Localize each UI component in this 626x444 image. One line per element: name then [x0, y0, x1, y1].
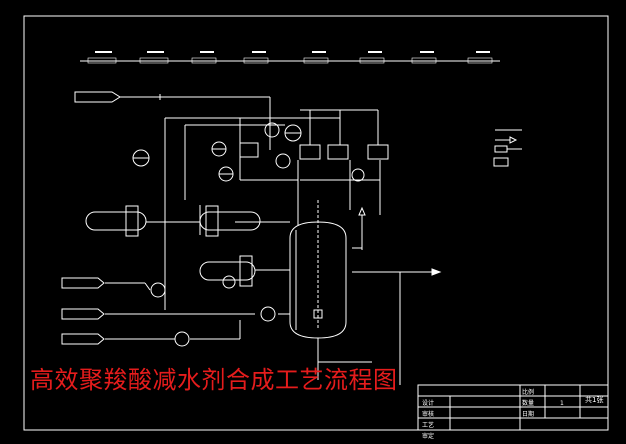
inlet-arrow	[74, 91, 271, 150]
title-block-label-review: 审核	[422, 410, 434, 418]
pumps	[150, 282, 276, 347]
title-block-label-process: 工艺	[422, 421, 434, 429]
header-ticks	[80, 51, 500, 64]
vent-arrow	[358, 206, 366, 216]
instrument-circles	[132, 122, 365, 289]
title-block-quantity-value: 1	[560, 400, 564, 407]
title-block-label-design: 设计	[422, 399, 434, 407]
drawing-frame	[23, 15, 609, 431]
title-block-cell-date: 日期	[522, 410, 534, 418]
title-block-label-approve: 审定	[422, 432, 434, 440]
outlet-arrow	[431, 268, 442, 276]
title-block	[417, 384, 609, 431]
piping-network	[105, 109, 435, 385]
reactor-vessel	[289, 200, 347, 339]
heat-exchangers	[85, 205, 261, 287]
legend	[493, 129, 522, 167]
title-block-cell-scale: 比例	[522, 388, 534, 396]
page-count: 共1张	[585, 395, 603, 404]
diagram-title: 高效聚羧酸减水剂合成工艺流程图	[30, 366, 398, 394]
title-block-cell-quantity: 数量	[522, 399, 534, 407]
feed-tanks	[239, 142, 389, 160]
side-inlets	[61, 277, 105, 345]
